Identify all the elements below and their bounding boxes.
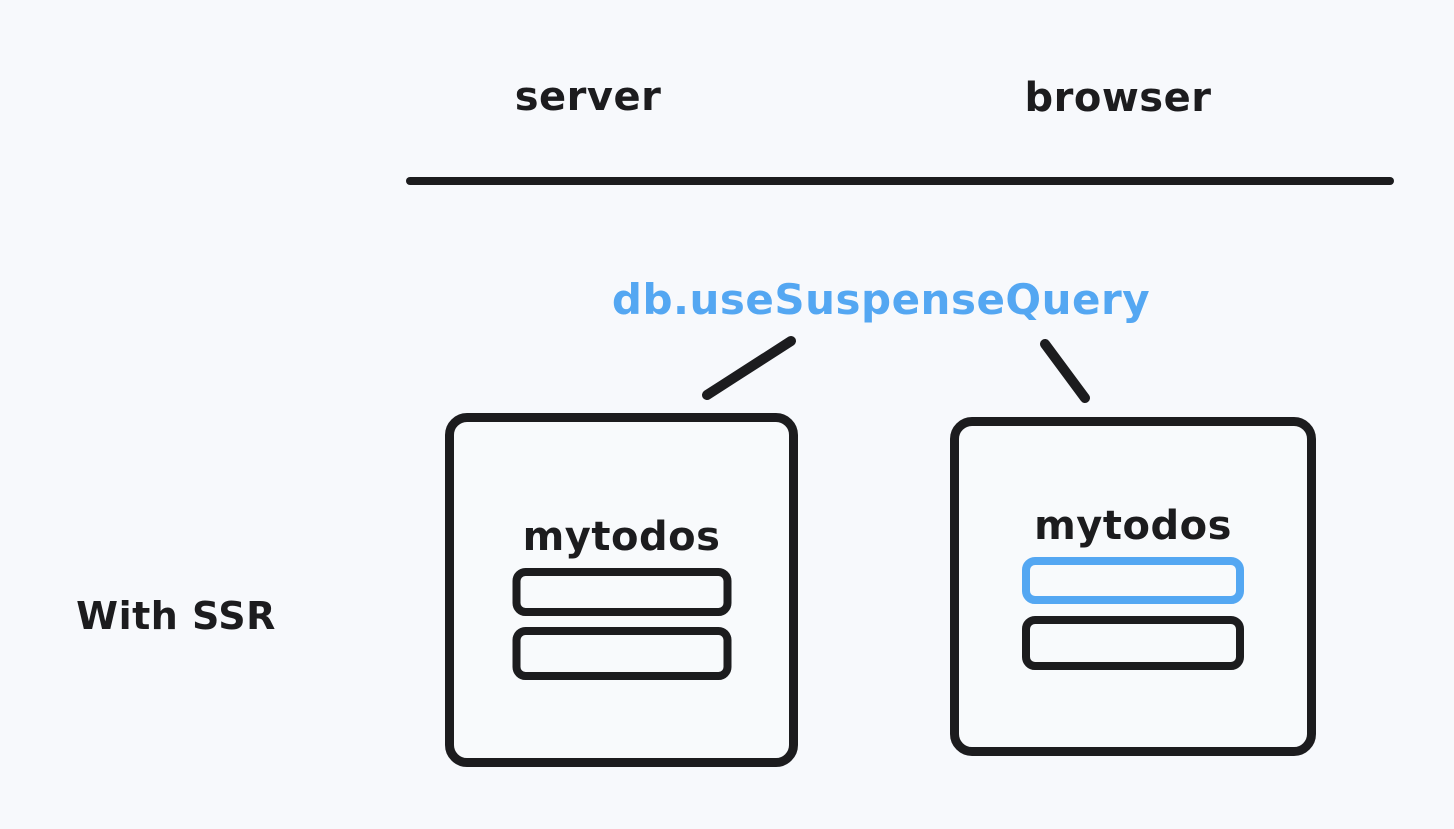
card-browser: mytodos: [950, 417, 1316, 756]
card-title-server: mytodos: [522, 514, 721, 560]
connector-line-to-browser: [1040, 339, 1090, 403]
annotation-label-use-suspense-query: db.useSuspenseQuery: [611, 275, 1151, 324]
todo-item: [512, 568, 731, 616]
row-label-with-ssr: With SSR: [76, 594, 276, 638]
card-server: mytodos: [445, 413, 798, 767]
column-header-server: server: [514, 74, 662, 120]
todo-list-server: [512, 568, 731, 680]
todo-item: [1022, 616, 1244, 670]
todo-list-browser: [1022, 557, 1244, 670]
connector-line-to-server: [702, 336, 796, 400]
column-header-browser: browser: [1024, 75, 1212, 121]
todo-item-highlighted: [1022, 557, 1244, 604]
header-divider-line: [406, 177, 1394, 185]
todo-item: [512, 627, 731, 680]
card-title-browser: mytodos: [1034, 503, 1232, 549]
